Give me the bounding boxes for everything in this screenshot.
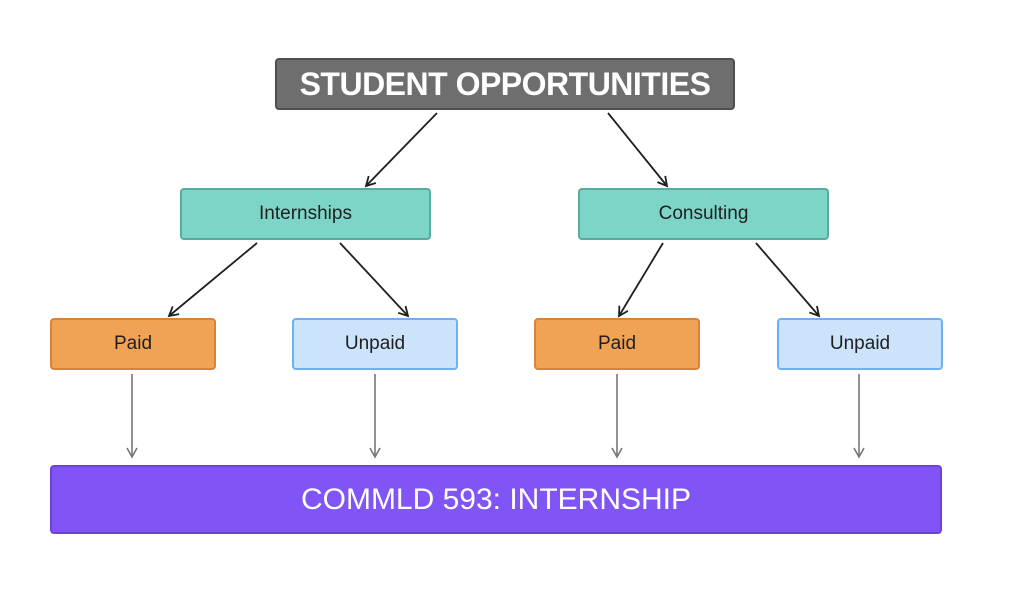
consulting-node: Consulting	[578, 188, 829, 240]
consulting-paid-node: Paid	[534, 318, 700, 370]
edge-internships-unpaid	[339, 242, 410, 318]
internships-paid-node: Paid	[50, 318, 216, 370]
edge-internships-paid	[167, 242, 258, 318]
edge-title-internships	[364, 112, 438, 188]
title-label: STUDENT OPPORTUNITIES	[299, 65, 711, 102]
edge-consulting-paid	[618, 242, 664, 318]
consulting-label: Consulting	[658, 203, 749, 224]
internships-paid-label: Paid	[113, 333, 153, 354]
edge-title-consulting	[607, 112, 669, 188]
course-label: COMMLD 593: INTERNSHIP	[300, 482, 692, 516]
consulting-unpaid-label: Unpaid	[829, 333, 891, 354]
title-node: STUDENT OPPORTUNITIES	[275, 58, 735, 110]
course-node: COMMLD 593: INTERNSHIP	[50, 465, 942, 534]
consulting-paid-label: Paid	[597, 333, 637, 354]
internships-unpaid-label: Unpaid	[344, 333, 406, 354]
internships-unpaid-node: Unpaid	[292, 318, 458, 370]
internships-label: Internships	[259, 203, 352, 224]
consulting-unpaid-node: Unpaid	[777, 318, 943, 370]
edge-consulting-unpaid	[755, 242, 821, 318]
internships-node: Internships	[180, 188, 431, 240]
